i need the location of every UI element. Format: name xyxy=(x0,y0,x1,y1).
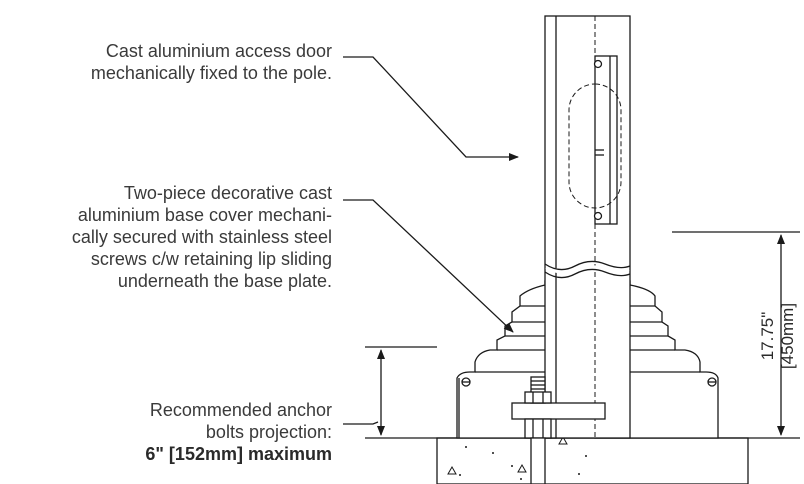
callout-anchor-bolts: Recommended anchor bolts projection: 6" … xyxy=(145,399,332,465)
concrete-foundation xyxy=(436,435,749,484)
callout-base-cover: Two-piece decorative cast aluminium base… xyxy=(72,182,332,292)
callout-access-door: Cast aluminium access door mechanically … xyxy=(91,40,332,84)
callout-line: Recommended anchor xyxy=(149,400,332,420)
callout-line: bolts projection: xyxy=(205,422,332,442)
callout-line: screws c/w retaining lip sliding xyxy=(90,249,332,269)
anchor-bolt xyxy=(524,376,552,484)
callout-line: underneath the base plate. xyxy=(117,271,332,291)
dimension-metric: [450mm] xyxy=(778,303,797,369)
cover-screw xyxy=(461,377,471,387)
callout-line: aluminium base cover mechani- xyxy=(77,205,332,225)
leader-anchor-bolts xyxy=(343,421,379,425)
dimension-label: 17.75" [450mm] xyxy=(758,303,797,369)
callout-line: Two-piece decorative cast xyxy=(123,183,332,203)
base-plate xyxy=(511,402,606,438)
leader-access-door xyxy=(343,56,519,161)
anchor-projection-dimension xyxy=(365,346,437,439)
dimension-imperial: 17.75" xyxy=(758,312,777,361)
callout-line: Cast aluminium access door xyxy=(105,41,332,61)
cover-height-dimension xyxy=(672,231,800,439)
leader-base-cover xyxy=(343,199,514,333)
callout-line: mechanically fixed to the pole. xyxy=(90,63,332,83)
callout-emphasis: 6" [152mm] maximum xyxy=(145,444,332,464)
access-door xyxy=(568,55,622,225)
callout-line: cally secured with stainless steel xyxy=(71,227,332,247)
